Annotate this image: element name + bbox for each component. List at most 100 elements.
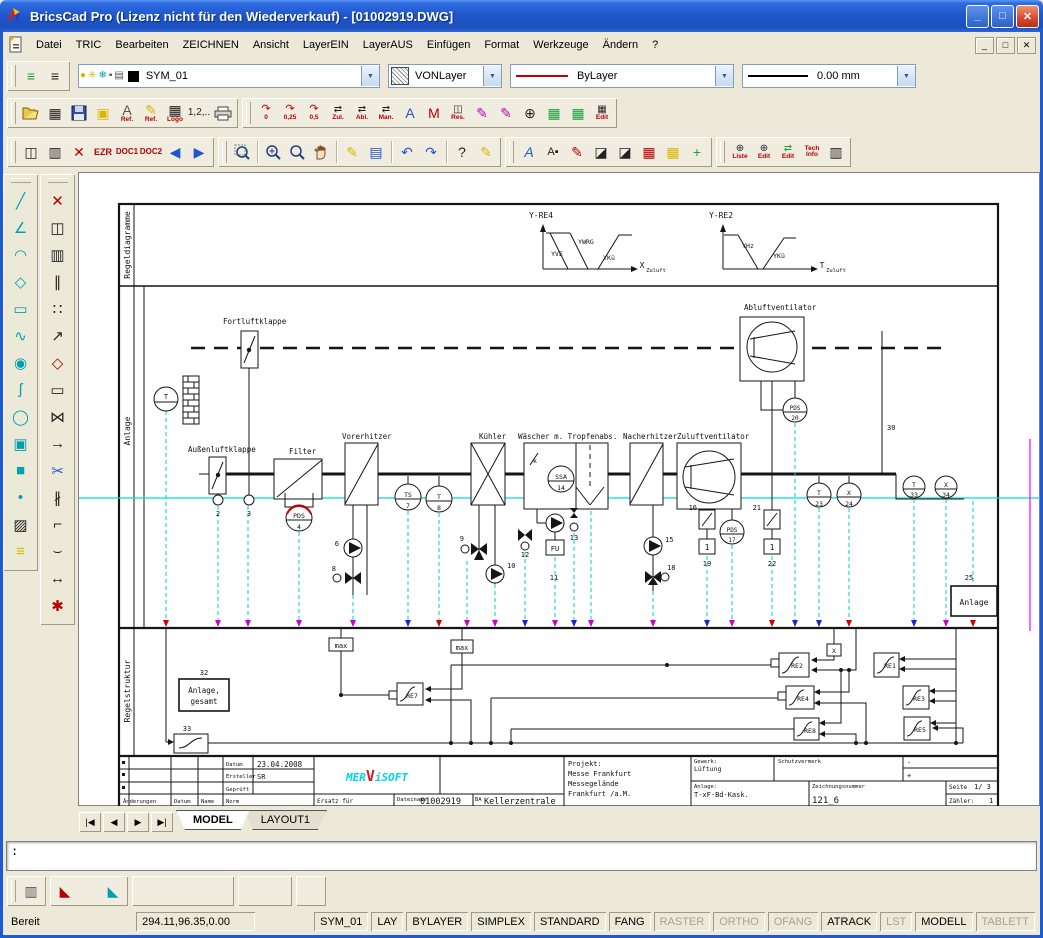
tool-solid[interactable]: ■ [8, 457, 34, 484]
layers-thaw-icon[interactable] [159, 879, 183, 903]
close-button[interactable]: ✕ [1016, 5, 1039, 28]
doc2-button[interactable]: DOC2 [139, 140, 163, 164]
tool-trim[interactable]: ✂ [45, 457, 71, 484]
raster-red-icon[interactable]: ▦ [637, 140, 661, 164]
tool-scale[interactable]: ▭ [45, 376, 71, 403]
status-standard[interactable]: STANDARD [534, 912, 606, 931]
status-ofang[interactable]: OFANG [768, 912, 819, 931]
rotate-0-button[interactable]: ↷ 0 [254, 101, 278, 125]
layers-lock-icon[interactable] [183, 879, 207, 903]
status-simplex[interactable]: SIMPLEX [471, 912, 531, 931]
toolbar-grip[interactable] [509, 141, 514, 163]
tool-line[interactable]: ╱ [8, 187, 34, 214]
reserve-button[interactable]: ◫ Res. [446, 101, 470, 125]
book-icon[interactable]: ▥ [824, 140, 848, 164]
lineweight-combobox[interactable]: 0.00 mm ▼ [742, 64, 916, 88]
brush1-icon[interactable]: ✎ [470, 101, 494, 125]
techinfo-button[interactable]: Tech Info [800, 140, 824, 164]
layer-on-stack-icon[interactable] [77, 879, 101, 903]
undo-icon[interactable]: ↶ [395, 140, 419, 164]
tab-model[interactable]: MODEL [176, 810, 250, 830]
ezr-button[interactable]: EZR [91, 140, 115, 164]
toolbar-grip[interactable] [11, 178, 31, 183]
shape-edit-icon[interactable]: ◪ [613, 140, 637, 164]
drawing-canvas[interactable]: Regeldiagramme Anlage Regelstruktur Y-RE… [78, 172, 1040, 806]
rotate-025-button[interactable]: ↷ 0,25 [278, 101, 302, 125]
layer-dropdown-arrow[interactable]: ▼ [361, 66, 379, 86]
menu-werkzeuge[interactable]: Werkzeuge [526, 36, 595, 54]
prev-page-icon[interactable]: ◀ [163, 140, 187, 164]
copy-drawing-icon[interactable]: ▣ [91, 101, 115, 125]
status-tablett[interactable]: TABLETT [976, 912, 1035, 931]
tool-erase[interactable]: ✕ [45, 187, 71, 214]
logo-button[interactable]: ▦ Logo [163, 101, 187, 125]
print-button[interactable] [211, 101, 235, 125]
save-button[interactable] [67, 101, 91, 125]
linetype-dropdown-arrow[interactable]: ▼ [715, 66, 733, 86]
tool-explode[interactable]: ✱ [45, 592, 71, 619]
target-icon[interactable]: ⊕ [518, 101, 542, 125]
paint-icon[interactable]: ✎ [565, 140, 589, 164]
tool-offset[interactable]: ∥ [45, 268, 71, 295]
linetype-combobox[interactable]: ByLayer ▼ [510, 64, 734, 88]
toolbar-grip[interactable] [48, 178, 68, 183]
manual-text-icon[interactable]: M [422, 101, 446, 125]
tool-break[interactable]: ∦ [45, 484, 71, 511]
ref-button[interactable]: ✎ Ref. [139, 101, 163, 125]
tab-first-button[interactable]: |◀ [79, 812, 101, 832]
open-button[interactable] [19, 101, 43, 125]
status-ortho[interactable]: ORTHO [713, 912, 765, 931]
command-input[interactable]: : [6, 841, 1037, 871]
raster-green-icon[interactable]: + [685, 140, 709, 164]
status-layer[interactable]: SYM_01 [314, 912, 368, 931]
menu-aendern[interactable]: Ändern [596, 36, 645, 54]
mdi-restore-button[interactable]: □ [996, 37, 1015, 54]
vonlayer-combobox[interactable]: VONLayer ▼ [388, 64, 502, 88]
abluft-button[interactable]: ⇄ Abl. [350, 101, 374, 125]
query-icon[interactable]: ? [450, 140, 474, 164]
layer-manager-icon[interactable]: ≡ [19, 64, 43, 88]
pan-button[interactable] [309, 140, 333, 164]
brush2-icon[interactable]: ✎ [494, 101, 518, 125]
tool-polygon[interactable]: ◇ [8, 268, 34, 295]
minimize-button[interactable]: _ [966, 5, 989, 28]
toolbar-grip[interactable] [720, 141, 725, 163]
swap-button[interactable]: ⇄ Edit [776, 140, 800, 164]
menu-format[interactable]: Format [477, 36, 526, 54]
tool-array[interactable]: ∷ [45, 295, 71, 322]
window-cascade-icon[interactable]: ▥ [43, 140, 67, 164]
tool-hatch[interactable]: ▨ [8, 511, 34, 538]
text-box-icon[interactable]: A▪ [541, 140, 565, 164]
liste-button[interactable]: ⊕ Liste [728, 140, 752, 164]
manuell-button[interactable]: ⇄ Man. [374, 101, 398, 125]
tool-move[interactable]: ↗ [45, 322, 71, 349]
tool-point[interactable]: • [8, 484, 34, 511]
raster-yellow-icon[interactable]: ▦ [661, 140, 685, 164]
vonlayer-dropdown-arrow[interactable]: ▼ [483, 66, 501, 86]
lineweight-dropdown-arrow[interactable]: ▼ [897, 66, 915, 86]
shape-icon[interactable]: ◪ [589, 140, 613, 164]
layer-plot-icon[interactable]: ▤ [114, 71, 123, 81]
layer-thaw-icon[interactable]: ✳ [88, 71, 96, 81]
status-lst[interactable]: LST [880, 912, 912, 931]
layer-explorer-icon[interactable]: ≡ [43, 64, 67, 88]
sheet-manager-icon[interactable]: ▦ [43, 101, 67, 125]
tool-circle[interactable]: ◉ [8, 349, 34, 376]
properties-icon[interactable]: ▤ [364, 140, 388, 164]
toolbar-grip[interactable] [11, 880, 16, 902]
next-page-icon[interactable]: ▶ [187, 140, 211, 164]
mdi-close-button[interactable]: ✕ [1017, 37, 1036, 54]
tab-next-button[interactable]: ▶ [127, 812, 149, 832]
grid-add-icon[interactable]: ▦ [542, 101, 566, 125]
menu-zeichnen[interactable]: ZEICHNEN [176, 36, 246, 54]
zuluft-button[interactable]: ⇄ Zul. [326, 101, 350, 125]
doc1-button[interactable]: DOC1 [115, 140, 139, 164]
menu-layerein[interactable]: LayerEIN [296, 36, 356, 54]
layer-copy-icon[interactable] [241, 879, 265, 903]
tab-layout1[interactable]: LAYOUT1 [244, 810, 327, 830]
layers-unlock-icon[interactable] [207, 879, 231, 903]
layer-combobox[interactable]: ● ✳ ❄ ▪ ▤ SYM_01 ▼ [78, 64, 380, 88]
status-modell[interactable]: MODELL [915, 912, 972, 931]
zoom-window-button[interactable] [230, 140, 254, 164]
menu-ansicht[interactable]: Ansicht [246, 36, 296, 54]
